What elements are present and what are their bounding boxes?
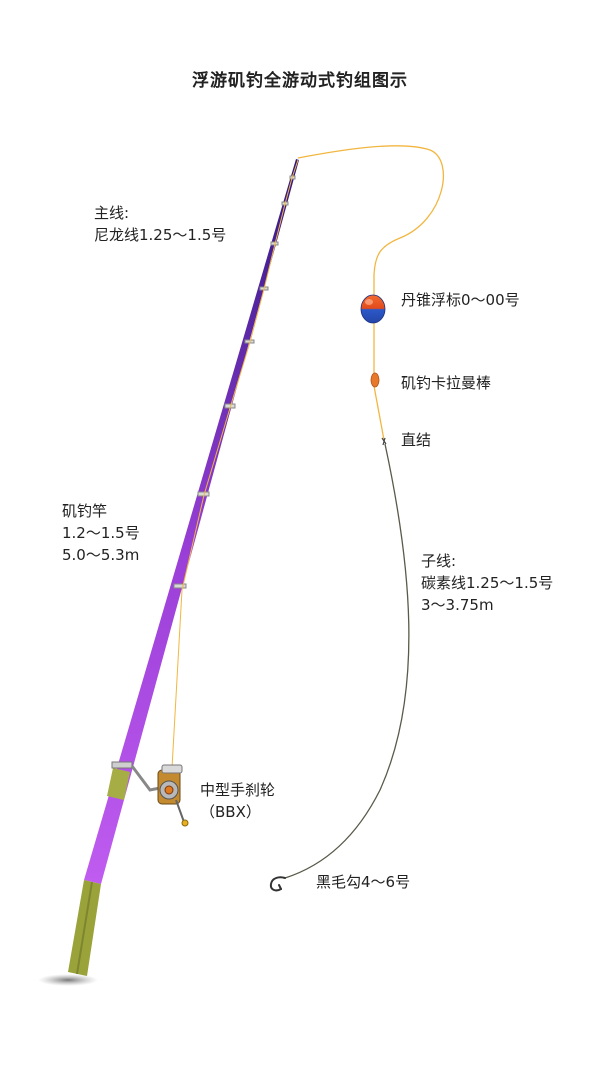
- stopper-icon: [370, 372, 380, 388]
- leader-label-title: 子线:: [421, 552, 457, 570]
- main-line: [297, 145, 444, 297]
- leader-label-length: 3～3.75m: [421, 596, 494, 614]
- leader-line: [284, 443, 410, 879]
- rod-label-length: 5.0～5.3m: [62, 546, 140, 564]
- reel-label: 中型手刹轮 （BBX）: [200, 779, 275, 823]
- leader-label: 子线: 碳素线1.25～1.5号 3～3.75m: [421, 550, 553, 616]
- reel-label-model: （BBX）: [200, 803, 261, 821]
- knot-label: 直结: [401, 431, 432, 449]
- float-label: 丹锥浮标0～00号: [401, 291, 520, 309]
- main-line-label-title: 主线:: [94, 204, 130, 222]
- rod-label: 矶钓竿 1.2～1.5号 5.0～5.3m: [62, 500, 140, 566]
- main-line-label-spec: 尼龙线1.25～1.5号: [94, 226, 227, 244]
- stopper-label: 矶钓卡拉曼棒: [401, 374, 492, 392]
- hook-icon: [269, 876, 286, 892]
- diagram-title: 浮游矶钓全游动式钓组图示: [192, 71, 408, 91]
- rod-foregrip: [107, 768, 130, 800]
- reel-icon: [111, 761, 189, 827]
- rod-label-grade: 1.2～1.5号: [62, 524, 140, 542]
- hook-label: 黑毛勾4～6号: [316, 873, 411, 891]
- main-line-on-rod: [171, 159, 299, 769]
- leader-label-spec: 碳素线1.25～1.5号: [421, 574, 554, 592]
- float-icon: [360, 294, 386, 324]
- rod-shadow: [38, 974, 98, 986]
- knot-icon: [381, 437, 387, 446]
- rod-label-title: 矶钓竿: [62, 502, 108, 520]
- reel-label-title: 中型手刹轮: [200, 781, 276, 799]
- main-line-label: 主线: 尼龙线1.25～1.5号: [94, 202, 226, 246]
